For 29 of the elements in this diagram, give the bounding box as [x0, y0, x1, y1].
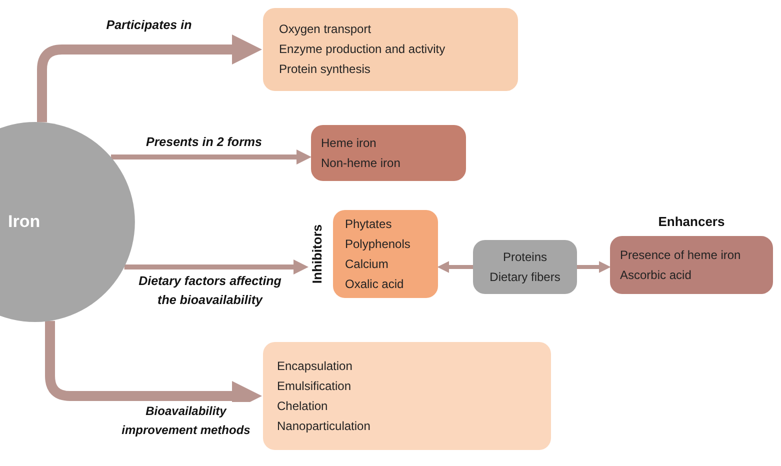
list-item: Proteins	[502, 250, 548, 264]
list-item: Oxalic acid	[345, 276, 404, 292]
list-item: Ascorbic acid	[620, 268, 692, 282]
list-item: Emulsification	[277, 378, 352, 394]
list-item: Presence of heme iron	[620, 248, 741, 262]
rounded-box	[263, 8, 518, 91]
arrow	[37, 34, 262, 122]
list-item: Nanoparticulation	[277, 418, 370, 434]
list-item: Phytates	[345, 216, 392, 232]
node-title: Iron	[8, 212, 40, 232]
side-heading: Inhibitors	[310, 223, 324, 286]
list-item: Enzyme production and activity	[279, 42, 446, 57]
list-item: Heme iron	[321, 136, 376, 150]
list-item: Oxygen transport	[279, 22, 372, 37]
list-item: Non-heme iron	[321, 156, 400, 170]
list-item: Encapsulation	[277, 358, 352, 374]
list-item: Chelation	[277, 398, 328, 414]
list-item: Polyphenols	[345, 236, 410, 252]
arrow	[577, 261, 611, 273]
list-item: Protein synthesis	[279, 62, 370, 77]
rounded-box	[311, 125, 466, 181]
list-item: Calcium	[345, 256, 388, 272]
arrow	[124, 260, 308, 274]
arrow	[111, 150, 312, 164]
list-item: Dietary fibers	[490, 270, 560, 284]
arrow	[437, 261, 473, 273]
rounded-box	[473, 240, 577, 294]
rounded-box	[263, 342, 551, 450]
box-heading: Enhancers	[657, 214, 726, 229]
